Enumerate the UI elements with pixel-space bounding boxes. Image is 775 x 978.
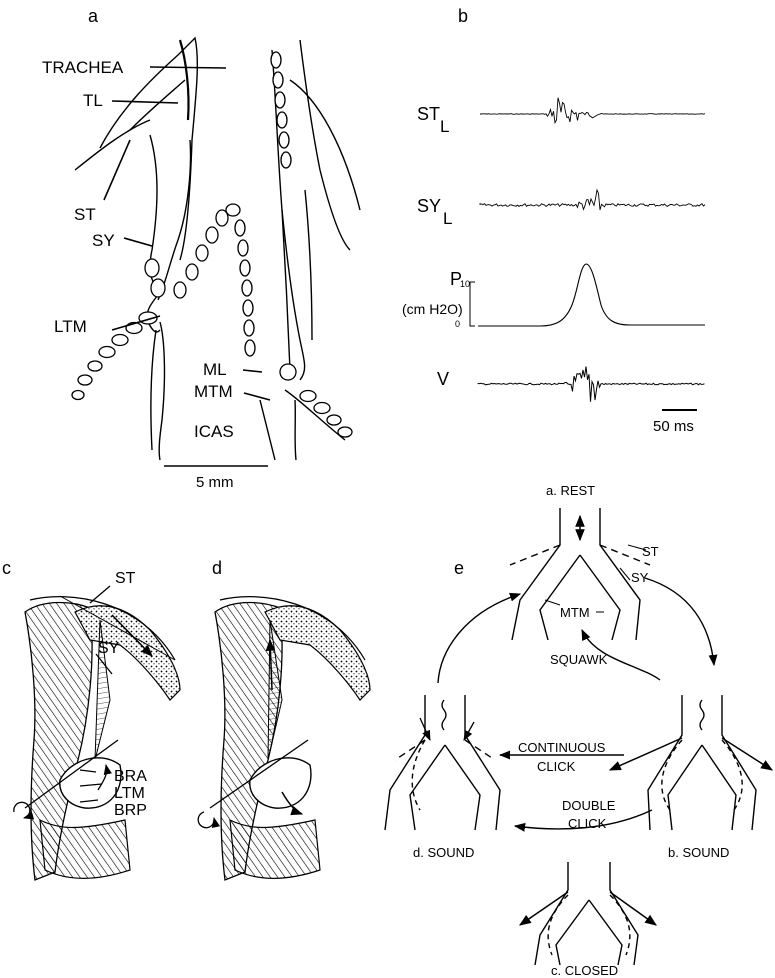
label-trachea: TRACHEA (42, 58, 124, 77)
label-p-unit: (cm H2O) (402, 301, 463, 317)
label-e-st: ST (642, 544, 659, 559)
cycle-arrow-d-to-rest (438, 594, 520, 683)
label-st: ST (74, 205, 96, 224)
panel-b-letter: b (458, 6, 468, 26)
label-double-1: DOUBLE (562, 798, 616, 813)
label-e-mtm: MTM (560, 605, 590, 620)
label-sy: SY (92, 231, 115, 250)
panel-c-letter: c (2, 558, 11, 578)
label-sound-d: d. SOUND (413, 845, 474, 860)
label-double-2: CLICK (568, 816, 607, 831)
panel-b: b ST L SY L P (cm H2O) 10 0 V 50 ms (402, 6, 705, 435)
label-continuous-1: CONTINUOUS (518, 740, 606, 755)
label-c-ltm: LTM (114, 785, 145, 802)
scale-label-b: 50 ms (653, 418, 694, 435)
label-v: V (437, 369, 449, 389)
label-tl: TL (83, 91, 103, 110)
panel-a-letter: a (88, 6, 99, 26)
label-st-main: ST (417, 104, 440, 124)
bronchus-rings-right (271, 52, 352, 437)
label-rest: a. REST (546, 483, 595, 498)
rotation-arrow-c (14, 802, 30, 818)
continuous-click-arrow (610, 738, 682, 770)
pressure-scale-bracket (470, 282, 475, 326)
panel-a: a (42, 6, 360, 491)
label-ml: ML (203, 360, 227, 379)
trace-v (478, 367, 705, 402)
label-e-sy: SY (631, 570, 649, 585)
panel-c: c ST SY BRA LTM BRP (2, 558, 180, 880)
label-mtm: MTM (194, 382, 233, 401)
sound-wave-d (442, 700, 446, 730)
panel-e-letter: e (454, 558, 464, 578)
label-c-st: ST (115, 570, 136, 587)
panel-d-letter: d (212, 558, 222, 578)
label-sy-main: SY (417, 196, 441, 216)
cycle-arrow-rest-to-b (645, 578, 714, 665)
rotation-arrow-d (198, 812, 214, 828)
syrinx-closed (535, 862, 638, 965)
sound-wave-b (700, 700, 704, 730)
panel-e: e a. REST ST SY MTM (385, 483, 772, 978)
label-p-min: 0 (455, 319, 460, 329)
label-c-sy: SY (98, 640, 120, 657)
label-c-bra: BRA (114, 768, 147, 785)
panel-d: d (198, 558, 370, 880)
label-sound-b: b. SOUND (668, 845, 729, 860)
label-squawk: SQUAWK (550, 652, 608, 667)
label-closed: c. CLOSED (551, 963, 618, 978)
trace-pressure (478, 264, 705, 326)
label-p-max: 10 (460, 279, 470, 289)
trace-st (480, 98, 705, 123)
syrinx-sound-d (385, 695, 500, 830)
label-sy-sub: L (443, 209, 452, 228)
label-continuous-2: CLICK (537, 759, 576, 774)
label-ltm: LTM (54, 317, 87, 336)
label-st-sub: L (440, 117, 449, 136)
syrinx-sound-b (648, 695, 756, 830)
trace-sy (480, 190, 705, 210)
label-c-brp: BRP (114, 802, 147, 819)
label-icas: ICAS (194, 422, 234, 441)
scale-label-a: 5 mm (196, 474, 234, 491)
